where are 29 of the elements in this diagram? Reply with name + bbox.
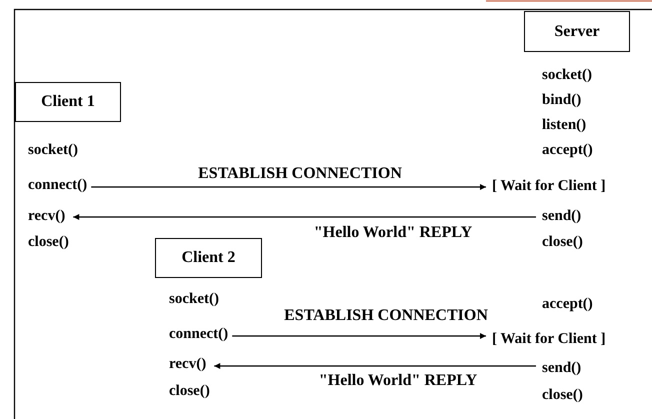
function-call: recv() <box>169 355 206 373</box>
entity-title: Client 1 <box>41 93 95 111</box>
function-call: listen() <box>542 116 586 134</box>
entity-box <box>524 11 630 52</box>
function-call: close() <box>542 233 583 251</box>
function-call: close() <box>169 382 210 400</box>
function-call: connect() <box>169 325 228 343</box>
function-call: [ Wait for Client ] <box>492 177 606 195</box>
edge-label: ESTABLISH CONNECTION <box>284 307 488 325</box>
entity-box <box>155 238 262 278</box>
function-call: close() <box>28 233 69 251</box>
function-call: socket() <box>542 66 592 84</box>
edge-label: "Hello World" REPLY <box>318 372 478 390</box>
function-call: connect() <box>28 176 88 194</box>
edge-label: "Hello World" REPLY <box>314 224 472 242</box>
entity-title: Server <box>554 22 600 40</box>
function-call: send() <box>542 207 582 225</box>
function-call: accept() <box>542 295 593 313</box>
function-call: [ Wait for Client ] <box>492 330 606 348</box>
function-call: recv() <box>28 207 66 225</box>
edge-label: ESTABLISH CONNECTION <box>198 165 402 183</box>
function-call: bind() <box>542 91 582 109</box>
function-call: socket() <box>28 141 78 159</box>
entity-title: Client 2 <box>182 249 236 267</box>
function-call: accept() <box>542 141 593 159</box>
entity-box <box>15 82 121 122</box>
function-call: close() <box>542 386 583 404</box>
function-call: send() <box>542 359 582 377</box>
function-call: socket() <box>169 290 219 308</box>
